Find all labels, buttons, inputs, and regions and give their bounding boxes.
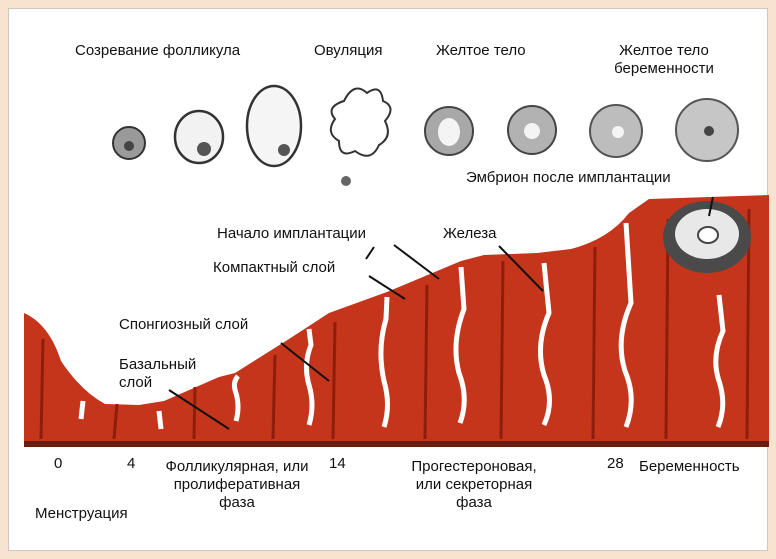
phase-luteal-line1: Прогестероновая, [389,458,559,476]
phase-luteal: Прогестероновая, или секреторная фаза [389,458,559,512]
stage-label-follicle: Созревание фолликула [75,42,240,60]
stage-label-pregnancy-line1: Желтое тело [599,42,729,60]
annotation-basal-line1: Базальный [119,356,196,374]
annotation-embryo: Эмбрион после имплантации [466,169,671,187]
mature-follicle-icon [247,86,301,166]
phase-follicular-line2: пролиферативная [139,476,335,494]
stage-label-pregnancy-line2: беременности [599,60,729,78]
corpus-luteum-late-icon [590,105,642,157]
axis-tick-0: 0 [54,455,62,473]
stage-label-ovulation: Овуляция [314,42,382,60]
annotation-basal-line2: слой [119,374,196,392]
annotation-compact-layer: Компактный слой [213,259,335,277]
corpus-luteum-pregnancy-icon [676,99,738,161]
annotation-spongy-layer: Спонгиозный слой [119,316,248,334]
phase-menstruation: Менструация [35,505,128,523]
axis-tick-28: 28 [607,455,624,473]
phase-luteal-line3: фаза [389,494,559,512]
corpus-luteum-icon [425,107,473,155]
growing-follicle-icon [175,111,223,163]
diagram-frame: Созревание фолликула Овуляция Желтое тел… [8,8,768,551]
phase-follicular-line3: фаза [139,494,335,512]
stage-label-corpus-luteum: Желтое тело [436,42,526,60]
annotation-basal-layer: Базальный слой [119,356,196,392]
annotation-gland: Железа [443,225,497,243]
corpus-luteum-mature-icon [508,106,556,154]
phase-pregnancy: Беременность [639,458,740,476]
basal-baseline [24,441,769,447]
phase-follicular-line1: Фолликулярная, или [139,458,335,476]
phase-luteal-line2: или секреторная [389,476,559,494]
stage-label-pregnancy-corpus-luteum: Желтое тело беременности [599,42,729,78]
ovulation-follicle-icon [331,89,391,187]
annotation-implantation-start: Начало имплантации [217,225,366,243]
phase-follicular: Фолликулярная, или пролиферативная фаза [139,458,335,512]
implanted-embryo-icon [663,201,751,273]
axis-tick-4: 4 [127,455,135,473]
primary-follicle-icon [113,127,145,159]
